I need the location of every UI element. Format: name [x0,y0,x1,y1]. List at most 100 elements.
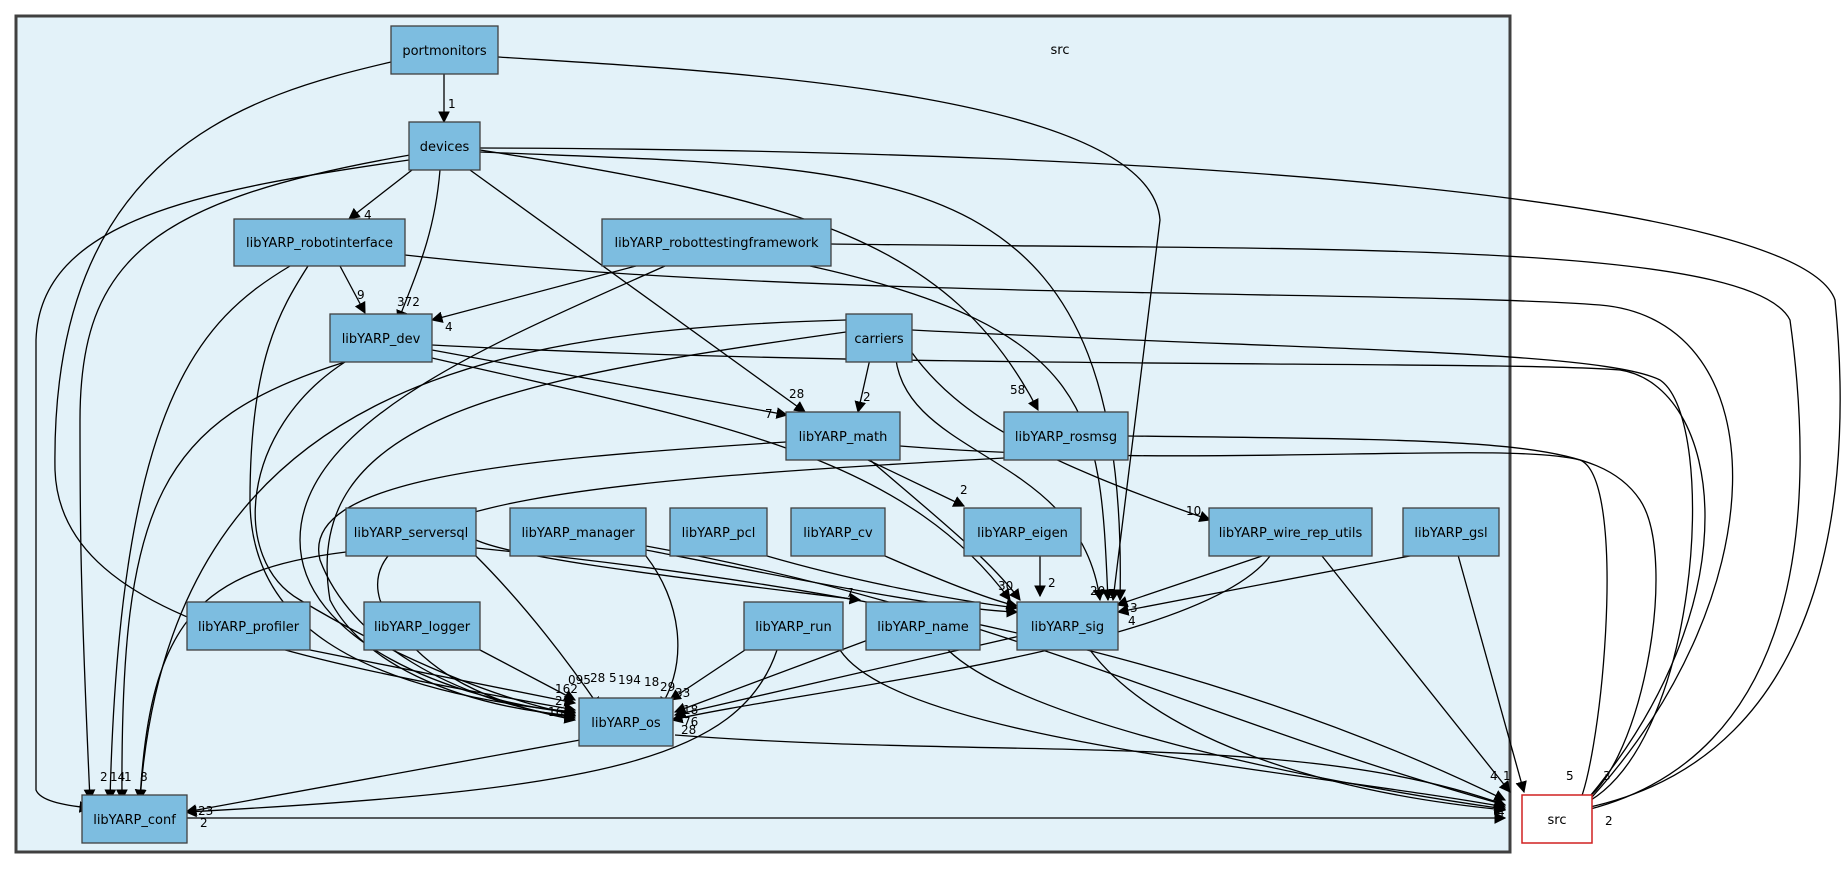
edge-run-src [839,649,1507,811]
svg-text:portmonitors: portmonitors [402,44,487,59]
edge-label: 1 [1503,769,1511,783]
edge-math-sig [869,459,1021,601]
edge-dev-src [431,344,1706,809]
edge-serversql-name [475,539,862,605]
edge-manager-sig [645,549,1019,618]
edge-rosmsg-src [1127,435,1657,808]
node-libyarp-robottestingframework[interactable]: libYARP_robottestingframework [601,218,832,267]
edge-label: 28 [789,387,804,401]
edge-dev-sig [431,357,1011,601]
node-portmonitors[interactable]: portmonitors [390,25,499,75]
svg-text:libYARP_wire_rep_utils: libYARP_wire_rep_utils [1219,526,1363,541]
edge-devices-dev [396,169,441,323]
edge-robotinterface-os [249,265,577,717]
edge-label: 8 [140,770,148,784]
edge-pcl-sig [766,555,1019,613]
edge-wire-src [1321,555,1511,793]
edge-serversql-src [475,547,1507,801]
edge-carriers-sig [894,349,1105,602]
edge-cv-sig [884,555,1019,610]
svg-text:libYARP_math: libYARP_math [799,430,888,445]
edge-label: 58 [1010,383,1025,397]
svg-text:libYARP_rosmsg: libYARP_rosmsg [1015,430,1117,445]
svg-text:libYARP_dev: libYARP_dev [342,332,421,347]
edge-devices-conf [35,159,410,813]
node-libyarp-profiler[interactable]: libYARP_profiler [186,601,311,651]
node-libyarp-cv[interactable]: libYARP_cv [790,507,886,557]
edge-label: 2 [1605,814,1613,828]
edge-label: 4 [445,320,453,334]
node-carriers[interactable]: carriers [845,313,913,363]
node-libyarp-robotinterface[interactable]: libYARP_robotinterface [233,218,406,267]
node-libyarp-rosmsg[interactable]: libYARP_rosmsg [1003,411,1129,461]
edge-carriers-os [326,331,847,721]
node-devices[interactable]: devices [408,121,481,171]
edge-label: 9 [357,288,365,302]
edge-label: 4 [364,208,372,222]
edge-label: 194 [618,673,641,687]
edge-label: 4 [1490,769,1498,783]
edge-label: 372 [397,295,420,309]
edge-label: 20 [1090,584,1105,598]
node-libyarp-os[interactable]: libYARP_os [578,697,674,747]
edge-robottesting-dev [430,265,637,323]
edge-label: 3 [1603,769,1611,783]
edge-wire-sig [1115,555,1263,608]
svg-text:libYARP_sig: libYARP_sig [1031,620,1104,635]
svg-text:libYARP_os: libYARP_os [591,716,661,731]
edge-label: 18 [683,703,698,717]
edge-manager-os [645,555,679,709]
svg-text:libYARP_pcl: libYARP_pcl [682,526,756,541]
node-libyarp-gsl[interactable]: libYARP_gsl [1402,507,1500,557]
edge-robottesting-os [299,265,666,718]
svg-text:libYARP_manager: libYARP_manager [521,526,635,541]
edge-label: 18 [644,675,659,689]
edge-run-os [669,649,746,701]
edge-label: 16 [548,705,563,719]
node-libyarp-name[interactable]: libYARP_name [865,601,981,651]
edge-label: 4 [1497,805,1505,819]
edge-devices-conf-b [79,154,411,802]
edge-devices-math [469,169,806,413]
svg-text:src: src [1548,813,1567,828]
svg-text:libYARP_cv: libYARP_cv [803,526,873,541]
svg-text:libYARP_logger: libYARP_logger [374,620,471,635]
edge-robottesting-src [830,243,1801,816]
edge-label: 4 [1128,614,1136,628]
node-libyarp-logger[interactable]: libYARP_logger [363,601,481,651]
edge-label: 5 [1566,769,1574,783]
edge-dev-os [254,361,577,719]
node-libyarp-sig[interactable]: libYARP_sig [1016,601,1119,651]
edge-label: 095 [568,673,591,687]
node-libyarp-serversql[interactable]: libYARP_serversql [345,507,477,557]
edge-manager-src [645,545,1507,808]
edge-devices-robotinterface [348,169,413,220]
edge-dev-conf [116,361,346,802]
node-libyarp-eigen[interactable]: libYARP_eigen [963,507,1082,557]
edge-math-src [899,445,1608,811]
edge-robotinterface-conf [104,265,291,802]
edge-os-src [674,734,1507,807]
edge-gsl-src [1457,554,1527,794]
edges [35,56,1841,824]
svg-text:libYARP_eigen: libYARP_eigen [977,526,1068,541]
edge-label: 2 [1048,576,1056,590]
edge-serversql-os [475,555,601,709]
node-libyarp-pcl[interactable]: libYARP_pcl [669,507,768,557]
node-libyarp-math[interactable]: libYARP_math [785,411,901,461]
edge-label: 76 [683,715,698,729]
svg-text:libYARP_gsl: libYARP_gsl [1414,526,1487,541]
edge-carriers-src [911,329,1694,810]
svg-text:libYARP_serversql: libYARP_serversql [354,526,468,541]
node-libyarp-wire-rep-utils[interactable]: libYARP_wire_rep_utils [1208,507,1373,557]
edge-devices-src [479,147,1841,814]
edge-robotinterface-src [404,254,1734,811]
edge-label: 2 [960,483,968,497]
node-src-external[interactable]: src [1521,794,1593,844]
edge-label: 1 [448,97,456,111]
node-libyarp-manager[interactable]: libYARP_manager [509,507,647,557]
node-libyarp-run[interactable]: libYARP_run [743,601,844,651]
node-libyarp-conf[interactable]: libYARP_conf [81,794,188,844]
node-libyarp-dev[interactable]: libYARP_dev [329,313,433,363]
edge-logger-os [479,649,577,701]
